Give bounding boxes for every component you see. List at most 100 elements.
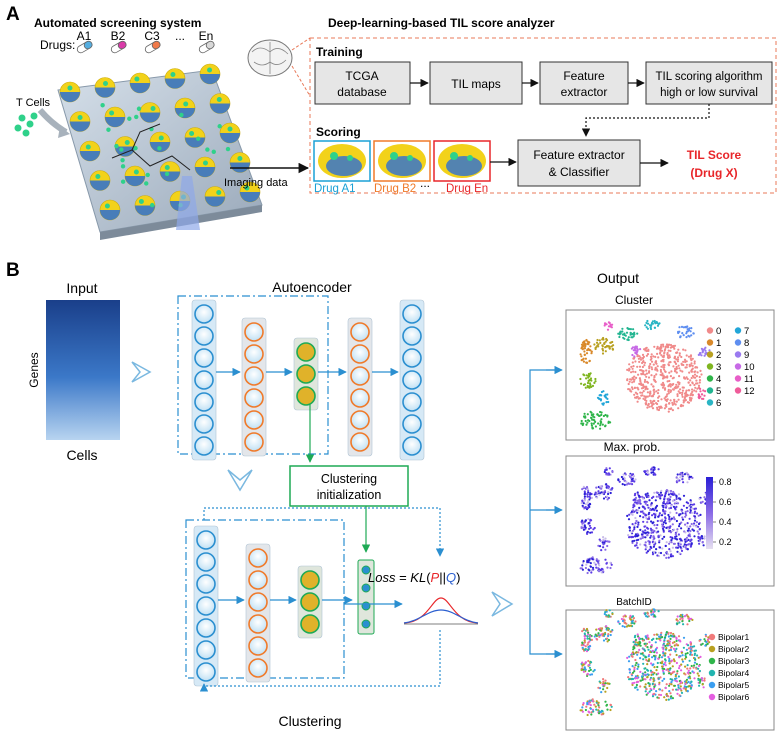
- scatter-point: [695, 525, 698, 528]
- scatter-point: [600, 413, 603, 416]
- scatter-point: [663, 368, 666, 371]
- scatter-point: [590, 661, 593, 664]
- scatter-point: [698, 542, 701, 545]
- scatter-point: [652, 680, 655, 683]
- scatter-point: [599, 341, 602, 344]
- network-layer: [347, 317, 373, 457]
- scatter-point: [678, 694, 681, 697]
- scatter-point: [647, 495, 650, 498]
- scatter-point: [689, 525, 692, 528]
- plate-well: [129, 72, 151, 94]
- scatter-point: [584, 645, 587, 648]
- scatter-point: [637, 663, 640, 666]
- clustering-init-box: [289, 465, 409, 507]
- scatter-point: [689, 511, 692, 514]
- scatter-point: [693, 389, 696, 392]
- clustering-init-line2: initialization: [317, 488, 382, 502]
- scatter-point: [582, 360, 586, 363]
- scatter-point: [683, 685, 686, 688]
- scatter-point: [637, 665, 640, 668]
- scatter-point: [583, 490, 586, 493]
- scatter-point: [665, 556, 668, 560]
- scatter-point: [604, 690, 607, 693]
- scatter-point: [636, 546, 639, 549]
- scatter-point: [599, 424, 602, 427]
- scatter-point: [668, 515, 671, 519]
- imaging-beam: [176, 176, 200, 230]
- scatter-point: [704, 390, 707, 393]
- scatter-point: [676, 670, 679, 673]
- scatter-point: [678, 656, 681, 659]
- scatter-point: [635, 683, 639, 687]
- scatter-point: [681, 370, 684, 373]
- scatter-point: [667, 639, 670, 642]
- scatter-point: [634, 351, 637, 354]
- scatter-point: [685, 648, 689, 651]
- scatter-point: [676, 692, 679, 695]
- scatter-point: [658, 681, 661, 684]
- scatter-point: [631, 477, 634, 481]
- scatter-point: [694, 649, 698, 652]
- scatter-point: [609, 566, 612, 570]
- scatter-point: [590, 638, 594, 642]
- scatter-point: [628, 668, 631, 671]
- scatter-point: [586, 493, 589, 496]
- scatter-point: [624, 473, 627, 476]
- network-node: [244, 322, 264, 342]
- scatter-point: [632, 646, 635, 649]
- scatter-point: [584, 648, 587, 652]
- scatter-point: [668, 540, 671, 544]
- scatter-point: [677, 364, 680, 367]
- scatter-point: [693, 661, 697, 664]
- scatter-point: [630, 371, 633, 374]
- scatter-point: [700, 643, 703, 646]
- scatter-point: [657, 399, 660, 403]
- scatter-point: [599, 485, 602, 488]
- scatter-point: [645, 546, 648, 549]
- til-scoring-line1: TIL scoring algorithm: [656, 71, 763, 83]
- scatter-point: [634, 533, 638, 536]
- scatter-point: [600, 411, 603, 414]
- scatter-point: [630, 531, 633, 534]
- scatter-point: [670, 659, 674, 662]
- scatter-point: [636, 386, 639, 389]
- network-node: [296, 386, 316, 406]
- scatter-point: [601, 345, 604, 348]
- scatter-point: [630, 673, 633, 676]
- scatter-point: [701, 537, 704, 540]
- scatter-point: [583, 635, 586, 638]
- scatter-point: [695, 667, 698, 670]
- scatter-point: [633, 331, 636, 334]
- scatter-point: [611, 340, 614, 344]
- scatter-point: [644, 690, 647, 693]
- scatter-point: [595, 346, 598, 349]
- scatter-point: [641, 357, 645, 360]
- scatter-point: [581, 706, 584, 709]
- batch-legend: Bipolar1Bipolar2Bipolar3Bipolar4Bipolar5…: [708, 632, 749, 702]
- scatter-point: [636, 365, 639, 368]
- scatter-point: [684, 515, 687, 518]
- scatter-point: [668, 657, 671, 661]
- scatter-point: [617, 332, 620, 335]
- plate-well: [124, 165, 146, 187]
- scatter-point: [688, 477, 691, 481]
- scatter-point: [693, 664, 696, 667]
- scatter-point: [684, 399, 688, 402]
- scatter-point: [634, 686, 637, 689]
- scatter-point: [673, 386, 676, 389]
- scatter-point: [675, 519, 679, 523]
- scatter-point: [631, 367, 634, 370]
- scatter-point: [648, 370, 651, 373]
- scatter-point: [657, 672, 660, 675]
- scatter-point: [644, 532, 647, 535]
- scatter-point: [652, 613, 655, 616]
- scatter-point: [699, 369, 702, 372]
- scatter-point: [656, 661, 659, 665]
- scatter-point: [654, 368, 657, 371]
- scatter-point: [598, 493, 601, 496]
- scatter-point: [597, 397, 601, 400]
- network-node: [196, 618, 216, 638]
- network-node: [248, 570, 268, 590]
- scatter-point: [669, 375, 673, 378]
- scatter-point: [687, 401, 691, 404]
